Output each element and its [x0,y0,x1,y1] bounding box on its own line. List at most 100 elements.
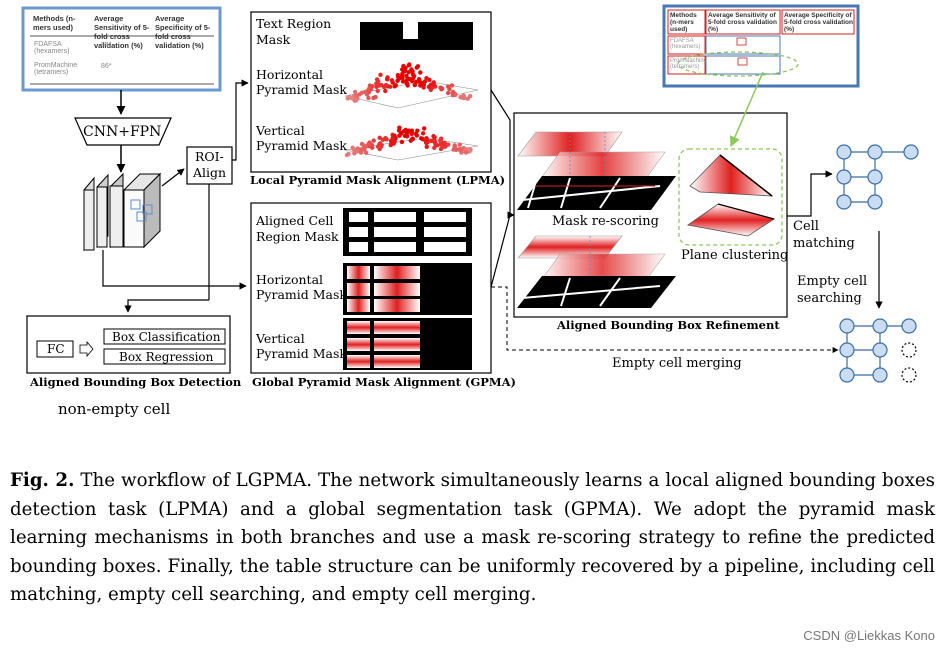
plane-clustering-shapes [686,154,775,237]
input-table-row2-name: PromMachine (tetramers) [34,62,78,76]
pyramid-point [414,79,419,85]
pyramid-point [424,144,429,149]
pyramid-point [366,95,371,101]
pyramid-point [383,82,389,88]
pyramid-point [449,83,455,88]
pyramid-point [405,83,410,88]
box-regression-label: Box Regression [119,350,214,364]
refined-table-frame [662,4,860,88]
pyramid-point [460,95,465,100]
gpma-vertical-label-2: Pyramid Mask [256,346,347,361]
mask-rescoring-stack [517,131,676,210]
cnn-fpn-block [74,117,172,146]
gpma-horizontal-label-1: Horizontal [256,272,324,287]
empty-search-label-2: searching [797,291,862,306]
pyramid-point [465,96,470,101]
pyramid-point [438,146,444,152]
pyramid-point [442,144,448,149]
input-table-header-2: Average Sensitivity of 5-fold cross vali… [94,14,150,50]
input-table-row1-name: FDAFSA (hexamers) [34,41,70,55]
refined-table-header-2: Average Sensitivity of 5-fold cross vali… [708,12,777,33]
gpma-cell-label-1: Aligned Cell [256,213,334,228]
plane-clustering-frame [678,148,783,246]
pyramid-point [345,96,350,101]
pyramid-point [390,135,395,141]
pyramid-point [352,89,358,95]
pyramid-point [409,67,414,72]
mask-rescoring-stack-lower [517,235,676,308]
pyramid-point [368,87,374,92]
pyramid-point [432,145,437,150]
empty-merging-label: Empty cell merging [612,356,742,371]
workflow-diagram [21,4,919,383]
pyramid-point [419,136,424,141]
roi-align-label-2: Align [193,165,227,180]
pyramid-point [431,134,436,139]
vertical-pyramid-cloud [344,125,479,161]
lpma-vertical-label-1: Vertical [256,123,305,138]
pyramid-point [352,151,357,156]
pyramid-point [418,80,423,85]
feature-map-stack [83,172,162,252]
pyramid-point [427,77,432,83]
pyramid-point [438,138,443,143]
pyramid-point [396,128,402,133]
pyramid-point [401,68,407,74]
pyramid-point [441,141,447,146]
gpma-cell-label-2: Region Mask [256,229,339,244]
pyramid-point [407,62,412,67]
cell-graph-completed [839,318,917,383]
pyramid-point [423,137,428,142]
fc-label: FC [47,342,65,356]
pyramid-point [438,85,443,90]
pyramid-point [410,76,416,81]
input-table-row1-value: 84* [101,42,112,49]
watermark-credit: CSDN @Liekkas Kono [803,628,935,643]
lpma-horizontal-label-1: Horizontal [256,67,324,82]
cnn-fpn-label: CNN+FPN [83,124,162,140]
pyramid-point [374,84,379,90]
pyramid-point [363,144,368,149]
pyramid-point [383,136,388,141]
pyramid-point [383,88,388,94]
empty-search-label-1: Empty cell [797,274,868,289]
roi-align-block [186,146,233,185]
lpma-title: Local Pyramid Mask Alignment (LPMA) [250,173,506,187]
box-classification-label: Box Classification [112,330,221,344]
pyramid-point [404,73,409,79]
pyramid-point [422,126,427,131]
gpma-horizontal-label-2: Pyramid Mask [256,287,347,302]
cell-matching-label-2: matching [793,236,855,251]
pyramid-point [431,82,437,87]
pyramid-point [457,147,463,152]
pyramid-point [392,84,397,89]
pyramid-point [375,88,380,94]
pyramid-point [351,146,356,152]
pyramid-point [346,151,351,157]
refined-table-row2-name: PromMachine (tetramers) [670,58,708,70]
aligned-cell-region-mask [343,208,472,256]
plane-clustering-label: Plane clustering [681,248,789,263]
lpma-horizontal-label-2: Pyramid Mask [256,82,347,97]
pyramid-point [374,77,380,82]
cell-graph-matched [836,144,919,210]
pyramid-point [400,75,405,81]
text-region-label-1: Text Region [256,16,332,31]
pyramid-point [364,150,369,155]
pyramid-point [409,128,414,133]
pyramid-point [457,142,462,147]
pyramid-point [435,143,440,148]
pyramid-point [418,70,423,75]
pyramid-point [410,136,415,141]
pyramid-point [399,139,405,145]
pyramid-point [450,93,456,98]
input-table-header-3: Average Specificity of 5-fold cross vali… [155,14,211,50]
pyramid-point [395,78,400,84]
pyramid-point [370,145,375,150]
caption-label: Fig. 2. [10,470,75,491]
pyramid-point [378,72,383,78]
refinement-title: Aligned Bounding Box Refinement [557,318,780,332]
pyramid-point [420,131,426,136]
pyramid-point [446,142,451,147]
